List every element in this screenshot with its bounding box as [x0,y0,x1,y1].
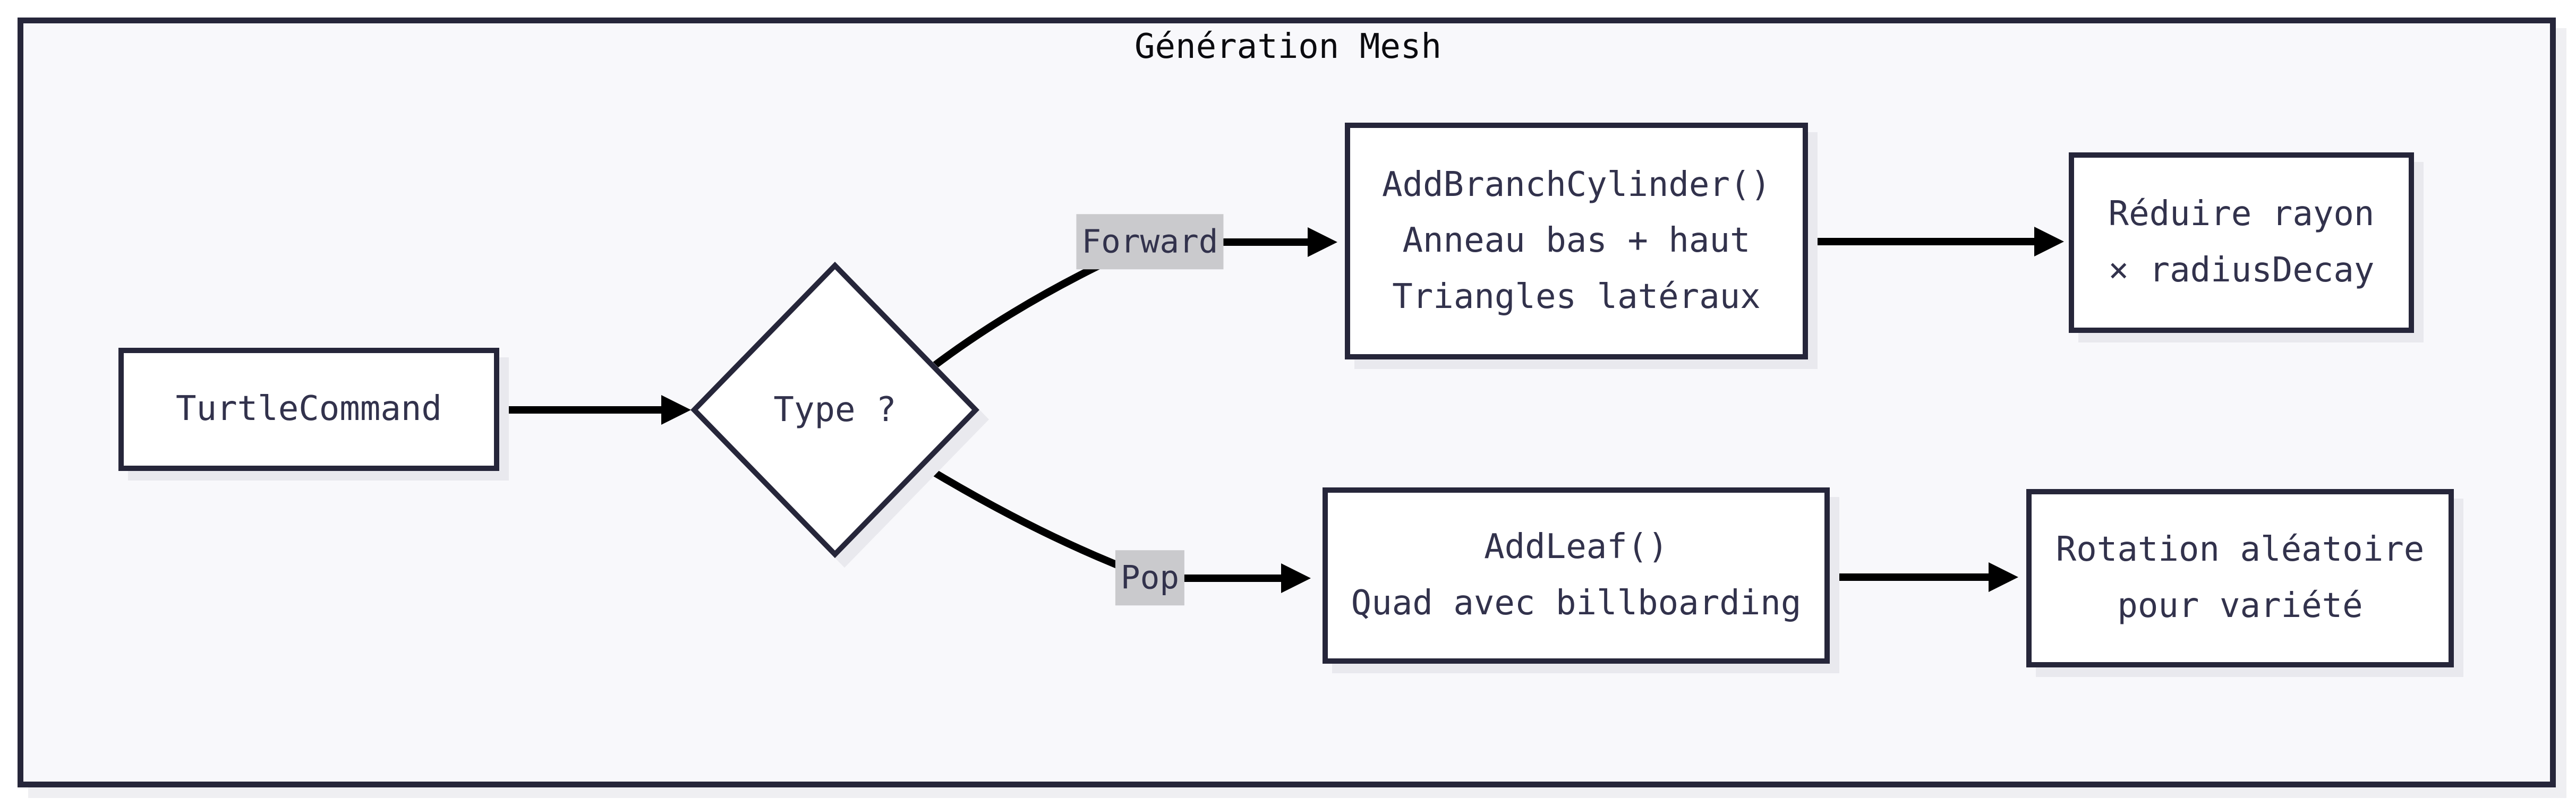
node-random-rotation: Rotation aléatoire pour variété [2026,489,2454,667]
node-add-branch-cylinder-line2: Anneau bas + haut [1402,221,1751,261]
node-add-leaf-line2: Quad avec billboarding [1351,584,1802,623]
edge-label-pop: Pop [1115,550,1185,605]
node-random-rotation-line2: pour variété [2117,586,2363,625]
edge-label-forward: Forward [1076,214,1224,269]
node-reduce-radius-line1: Réduire rayon [2108,194,2375,234]
node-add-leaf-line1: AddLeaf() [1484,527,1668,567]
decision-diamond [690,261,979,559]
node-type-decision-label: Type ? [773,390,897,430]
diagram-title: Génération Mesh [1135,27,1441,66]
node-reduce-radius-line2: × radiusDecay [2108,251,2375,290]
node-add-leaf: AddLeaf() Quad avec billboarding [1323,487,1830,664]
node-add-branch-cylinder-line3: Triangles latéraux [1392,277,1761,316]
node-reduce-radius: Réduire rayon × radiusDecay [2069,152,2414,333]
node-random-rotation-line1: Rotation aléatoire [2055,530,2425,570]
node-turtle-command-label: TurtleCommand [176,389,442,429]
node-add-branch-cylinder-line1: AddBranchCylinder() [1381,165,1771,204]
node-turtle-command: TurtleCommand [118,348,499,471]
node-add-branch-cylinder: AddBranchCylinder() Anneau bas + haut Tr… [1345,123,1808,359]
